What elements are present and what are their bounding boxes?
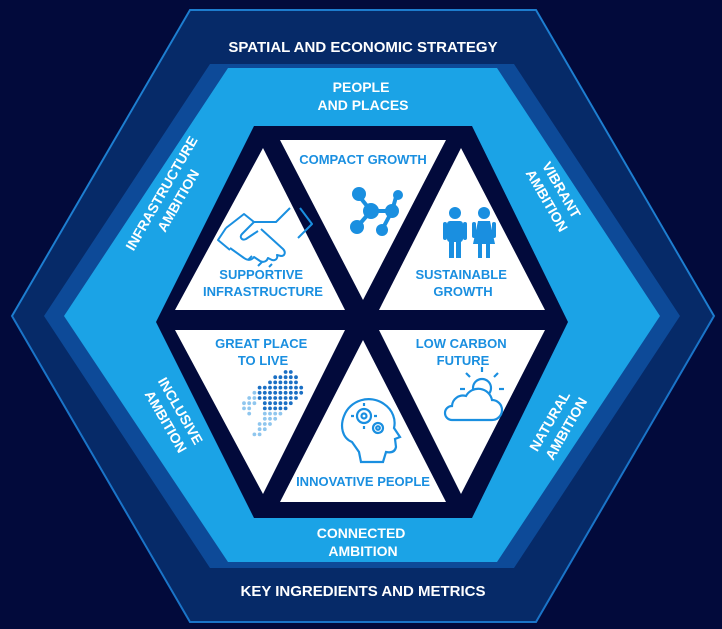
sun-cloud-icon (443, 367, 504, 422)
compact-growth-label: COMPACT GROWTH (299, 152, 427, 167)
molecule-network-icon (350, 187, 403, 236)
man-woman-icon (443, 207, 496, 258)
segment-great-place-to-live (175, 330, 345, 494)
segment-supportive-infrastructure (175, 148, 345, 310)
ambition-bottom: CONNECTED AMBITION (317, 525, 410, 559)
head-gears-icon (341, 398, 402, 464)
outer-top-label: SPATIAL AND ECONOMIC STRATEGY (228, 39, 497, 56)
great-place-to-live-label: GREAT PLACE TO LIVE (215, 336, 311, 368)
supportive-infrastructure-label: SUPPORTIVE INFRASTRUCTURE (203, 267, 323, 299)
segment-innovative-people (280, 340, 446, 502)
outer-bottom-label: KEY INGREDIENTS AND METRICS (240, 583, 485, 600)
handshake-icon (217, 207, 313, 268)
outer-edge-highlight-top (11, 9, 715, 317)
dotted-map-icon (242, 370, 304, 437)
sustainable-growth-label: SUSTAINABLE GROWTH (415, 267, 510, 299)
low-carbon-future-label: LOW CARBON FUTURE (416, 336, 511, 368)
innovative-people-label: INNOVATIVE PEOPLE (296, 474, 430, 489)
ambition-top: PEOPLE AND PLACES (317, 79, 408, 113)
